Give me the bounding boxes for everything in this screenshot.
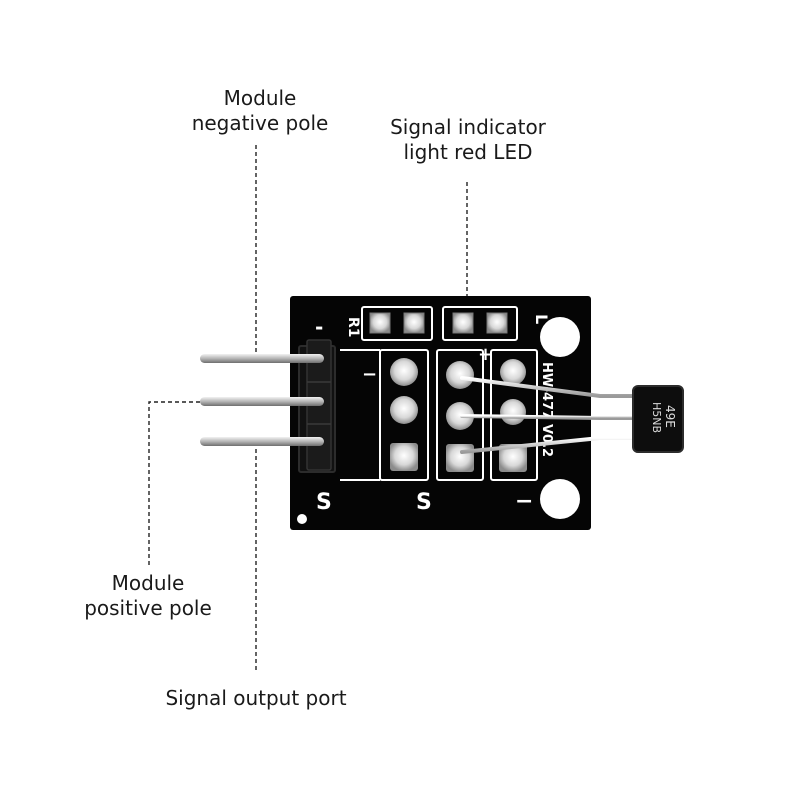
pin-3 <box>200 437 324 446</box>
sensor-pad-4 <box>500 359 526 385</box>
silk-minus-right: − <box>515 489 533 514</box>
jumper-outline <box>379 349 429 481</box>
sensor-pad-5 <box>500 399 526 425</box>
label-negative-pole-line1: Module <box>223 86 297 110</box>
silk-minus-mid: − <box>362 364 377 385</box>
hall-sensor-text-2: H5NB <box>650 402 663 433</box>
label-negative-pole: Module negative pole <box>160 86 360 136</box>
silk-r1: R1 <box>345 317 361 338</box>
silk-plus: + <box>478 344 493 365</box>
jumper-pad-1 <box>390 358 418 386</box>
fiducial-dot <box>297 514 307 524</box>
sensor-lead-2 <box>460 414 638 420</box>
sensor-leads <box>460 376 638 454</box>
led-outline <box>442 306 518 341</box>
silk-s-left: S <box>316 490 332 515</box>
pin-header <box>200 339 336 473</box>
label-indicator-led-line2: light red LED <box>403 140 533 164</box>
pin-2 <box>200 397 324 406</box>
silk-l: L <box>532 314 551 324</box>
led-pad-right <box>486 312 508 334</box>
label-signal-output: Signal output port <box>136 686 376 711</box>
jumper-pad-3 <box>390 443 418 471</box>
mounting-hole-top <box>540 317 580 357</box>
leader-lines <box>148 145 468 672</box>
pcb-board: R1 L - − + S S − HW-477 V0.2 <box>290 296 591 530</box>
pin-1 <box>200 354 324 363</box>
r1-pad-left <box>369 312 391 334</box>
label-positive-pole-line1: Module <box>111 571 185 595</box>
r1-outline <box>361 306 433 341</box>
label-positive-pole-line2: positive pole <box>84 596 212 620</box>
sensor-pad-3 <box>446 444 474 472</box>
jumper-pad-2 <box>390 396 418 424</box>
led-pads <box>452 312 508 334</box>
label-negative-pole-line2: negative pole <box>191 111 329 135</box>
sensor-pad-6 <box>499 444 527 472</box>
sensor-lead-1 <box>460 376 638 398</box>
hall-sensor-text-1: 49E <box>663 405 677 428</box>
leader-positive-pole <box>148 401 200 568</box>
sensor-lead-3 <box>460 436 638 454</box>
led-pad-left <box>452 312 474 334</box>
silk-s-mid: S <box>416 490 432 515</box>
mounting-hole-bottom <box>540 479 580 519</box>
silk-minus-left: - <box>315 315 323 339</box>
r1-pad-right <box>403 312 425 334</box>
hall-sensor: 49E H5NB <box>632 385 684 453</box>
hall-sensor-body <box>632 385 684 453</box>
label-indicator-led-line1: Signal indicator <box>390 115 546 139</box>
label-signal-output-text: Signal output port <box>165 686 347 710</box>
silk-version: V0.2 <box>539 424 554 457</box>
label-positive-pole: Module positive pole <box>48 571 248 621</box>
r1-pads <box>369 312 425 334</box>
label-indicator-led: Signal indicator light red LED <box>358 115 578 165</box>
sensor-pad-1 <box>446 361 474 389</box>
